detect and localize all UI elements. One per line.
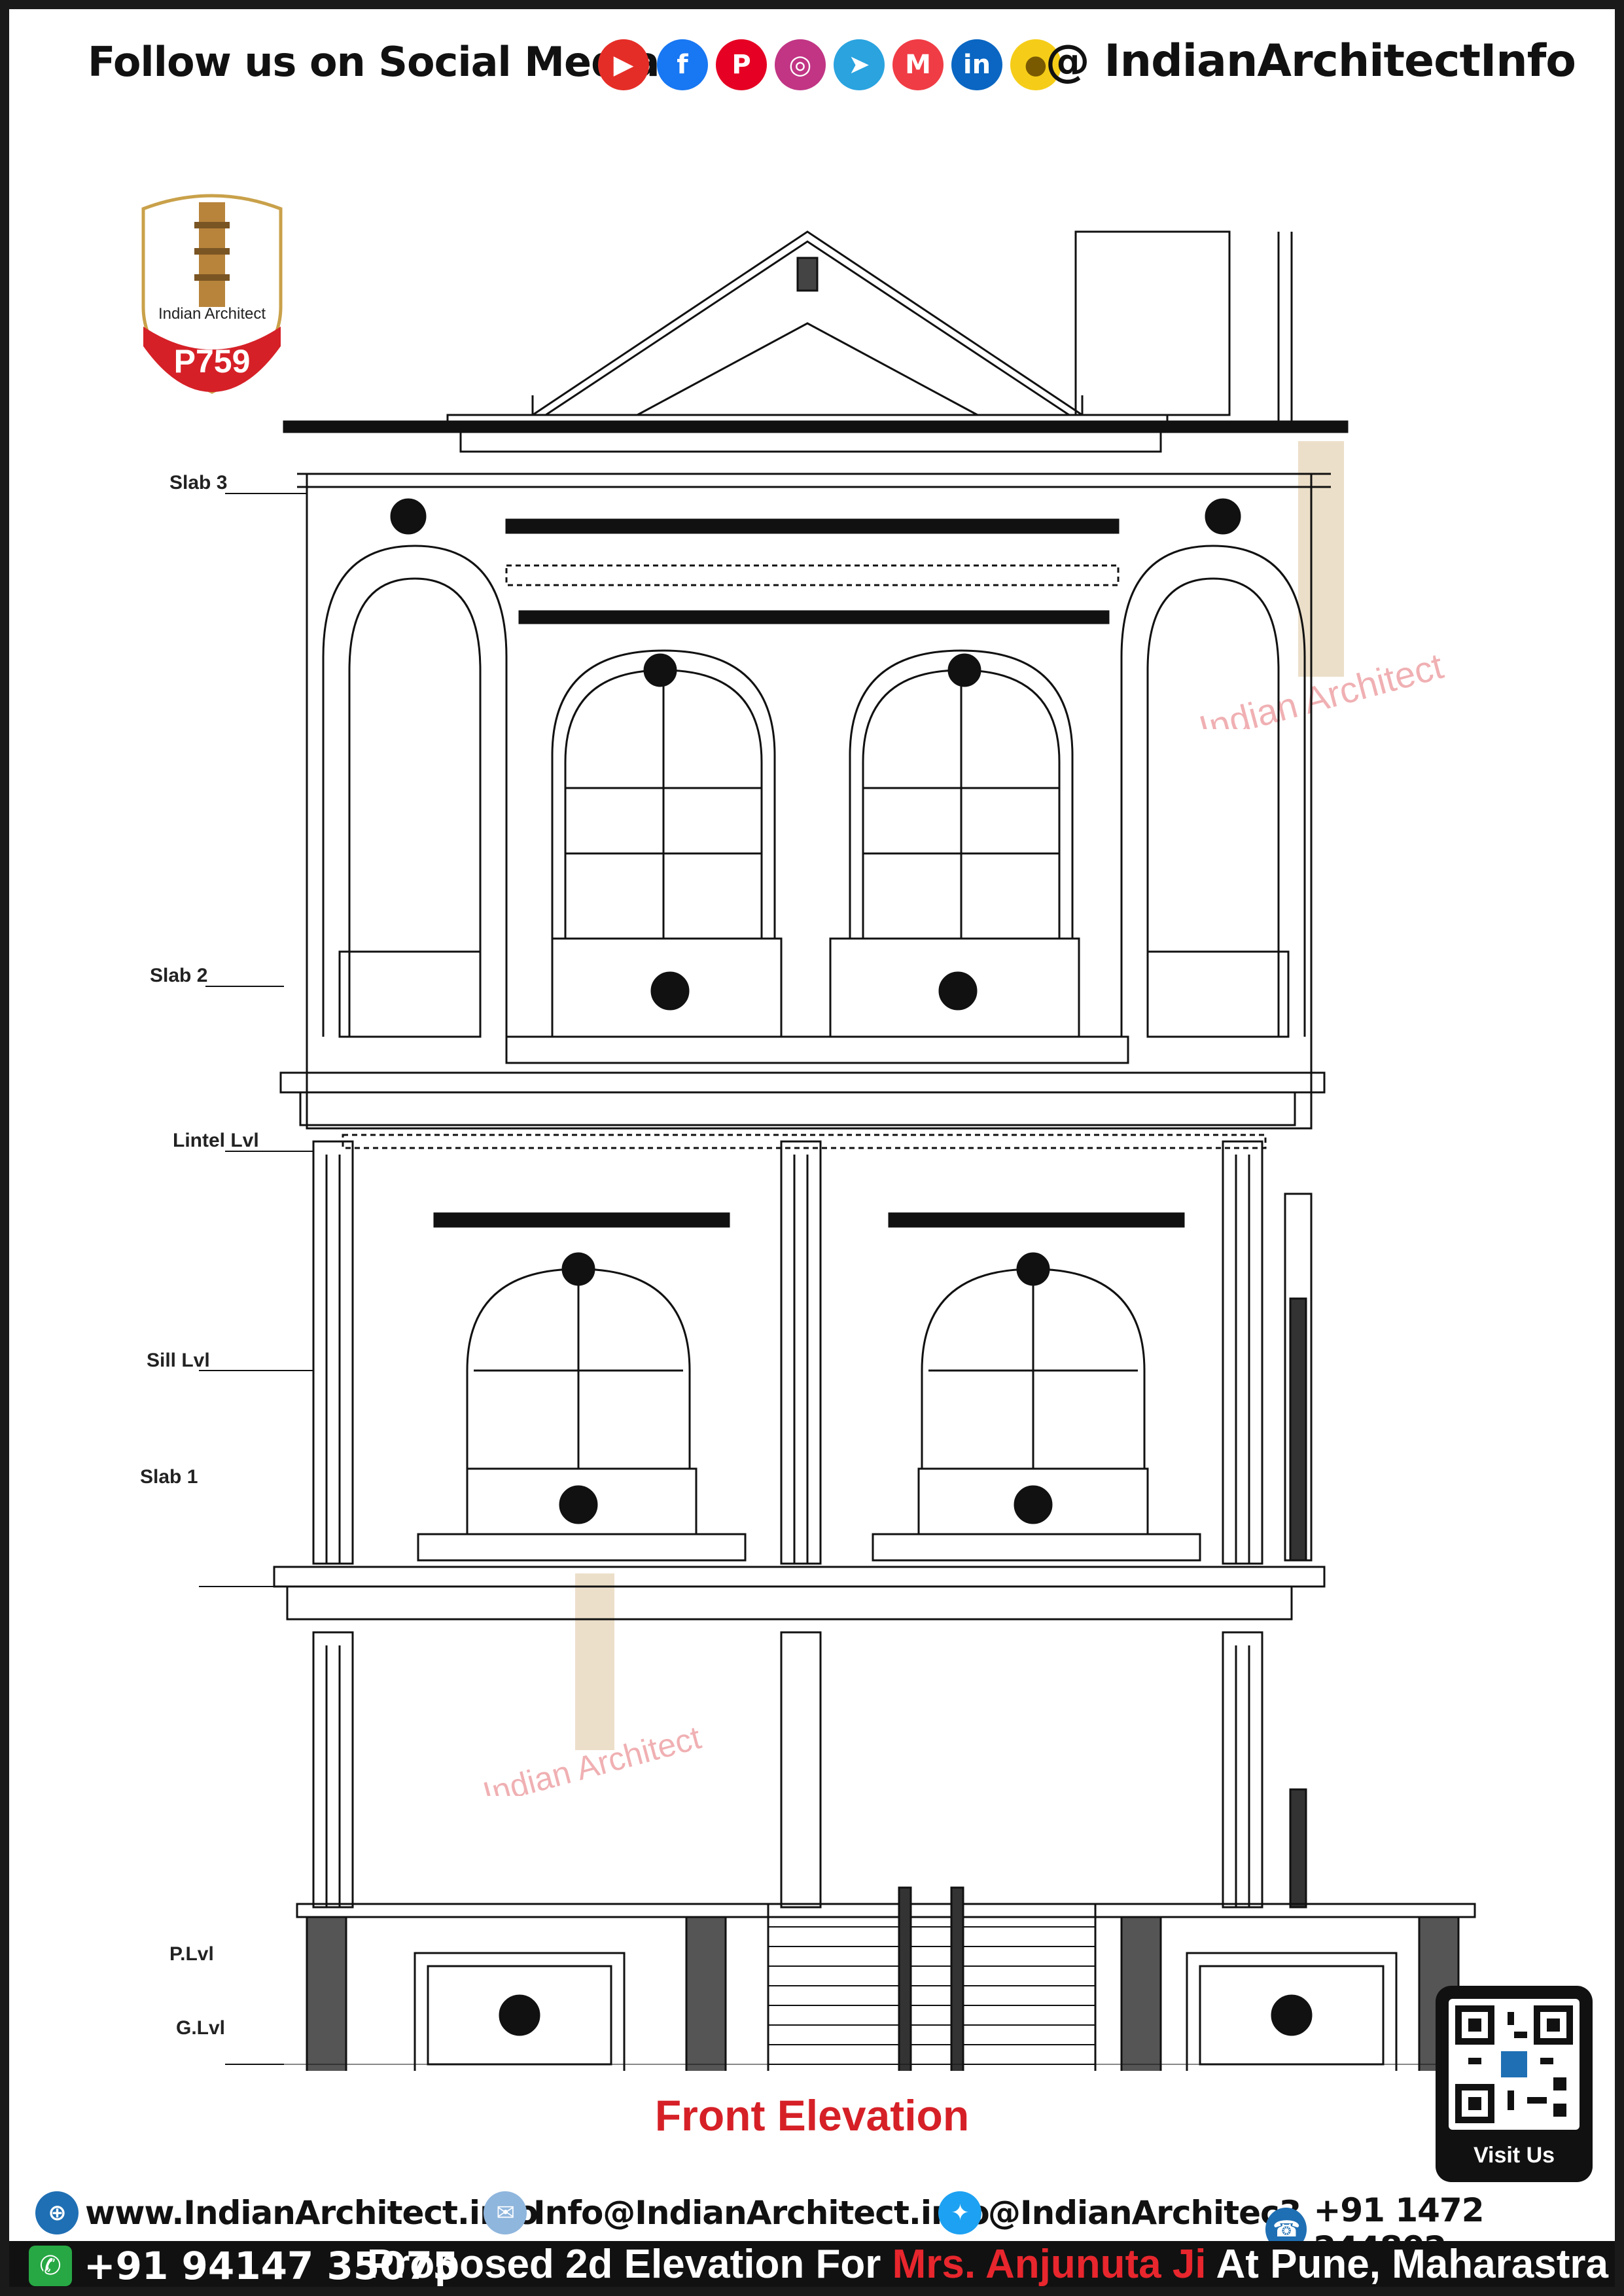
project-location: At Pune, Maharastra — [1216, 2242, 1608, 2287]
client-name: Mrs. Anjunuta Ji — [892, 2242, 1207, 2287]
slab-1-band — [273, 1566, 1326, 1588]
level-label-sill: Sill Lvl — [147, 1350, 210, 1371]
watermark-top: Indian Architect — [1195, 441, 1447, 729]
project-prefix: Proposed 2d Elevation For — [366, 2242, 881, 2287]
drawing-title: Front Elevation — [654, 2091, 970, 2140]
qr-code-icon — [1449, 1999, 1580, 2130]
koo-icon[interactable]: ● — [1010, 39, 1061, 90]
mail-icon: ✉ — [484, 2191, 527, 2234]
plan-code: P759 — [174, 343, 251, 380]
qr-code-card[interactable]: Visit Us — [1436, 1986, 1593, 2182]
second-floor — [312, 1134, 1313, 1565]
ground-floor — [284, 1631, 1476, 2071]
level-label-slab-3: Slab 3 — [169, 472, 228, 493]
watermark-bottom: Indian Architect — [479, 1573, 705, 1796]
level-label-slab-1: Slab 1 — [140, 1466, 198, 1488]
whatsapp-link[interactable]: ✆ +91 94147 35075 — [29, 2244, 459, 2288]
facebook-icon[interactable]: f — [657, 39, 708, 90]
level-label-ground: G.Lvl — [176, 2017, 226, 2039]
project-caption: Proposed 2d Elevation For Mrs. Anjunuta … — [367, 2241, 1608, 2287]
linkedin-icon[interactable]: in — [951, 39, 1002, 90]
level-label-slab-2: Slab 2 — [150, 965, 208, 986]
logo-brand-text: Indian Architect — [158, 305, 266, 323]
email-link[interactable]: ✉ Info@IndianArchitect.info — [484, 2191, 990, 2234]
follow-us-text: Follow us on Social Media — [88, 38, 660, 86]
moj-icon[interactable]: M — [892, 39, 944, 90]
twitter-icon: ✦ — [938, 2191, 981, 2234]
pediment — [531, 230, 1084, 416]
social-handle[interactable]: @ IndianArchitectInfo — [1045, 35, 1576, 87]
twitter-link[interactable]: ✦ @IndianArchitec3 — [938, 2191, 1301, 2234]
whatsapp-icon: ✆ — [29, 2246, 72, 2286]
email-text: Info@IndianArchitect.info — [533, 2194, 990, 2232]
front-elevation-drawing — [199, 230, 1476, 2071]
website-link[interactable]: ⊕ www.IndianArchitect.info — [35, 2191, 538, 2234]
whatsapp-number: +91 94147 35075 — [84, 2244, 459, 2288]
top-cornice — [283, 414, 1349, 488]
bottom-bar: ✆ +91 94147 35075 Proposed 2d Elevation … — [9, 2241, 1615, 2288]
telegram-icon[interactable]: ➤ — [834, 39, 885, 90]
twitter-text: @IndianArchitec3 — [988, 2194, 1301, 2232]
third-floor — [306, 473, 1313, 1130]
level-label-plinth: P.Lvl — [169, 1943, 214, 1965]
globe-icon: ⊕ — [35, 2191, 79, 2234]
instagram-icon[interactable]: ◎ — [775, 39, 826, 90]
level-markers — [199, 493, 313, 2065]
visit-us-label: Visit Us — [1473, 2143, 1555, 2168]
slab-2-band — [279, 1071, 1326, 1094]
level-label-lintel: Lintel Lvl — [173, 1130, 259, 1151]
website-text: www.IndianArchitect.info — [85, 2194, 538, 2232]
pinterest-icon[interactable]: P — [716, 39, 767, 90]
indian-architect-logo: Indian Architect P759 — [141, 194, 283, 394]
youtube-icon[interactable]: ▶ — [598, 39, 649, 90]
stair-cabin — [1074, 230, 1231, 416]
contact-row: ⊕ www.IndianArchitect.info ✉ Info@Indian… — [9, 2182, 1615, 2267]
